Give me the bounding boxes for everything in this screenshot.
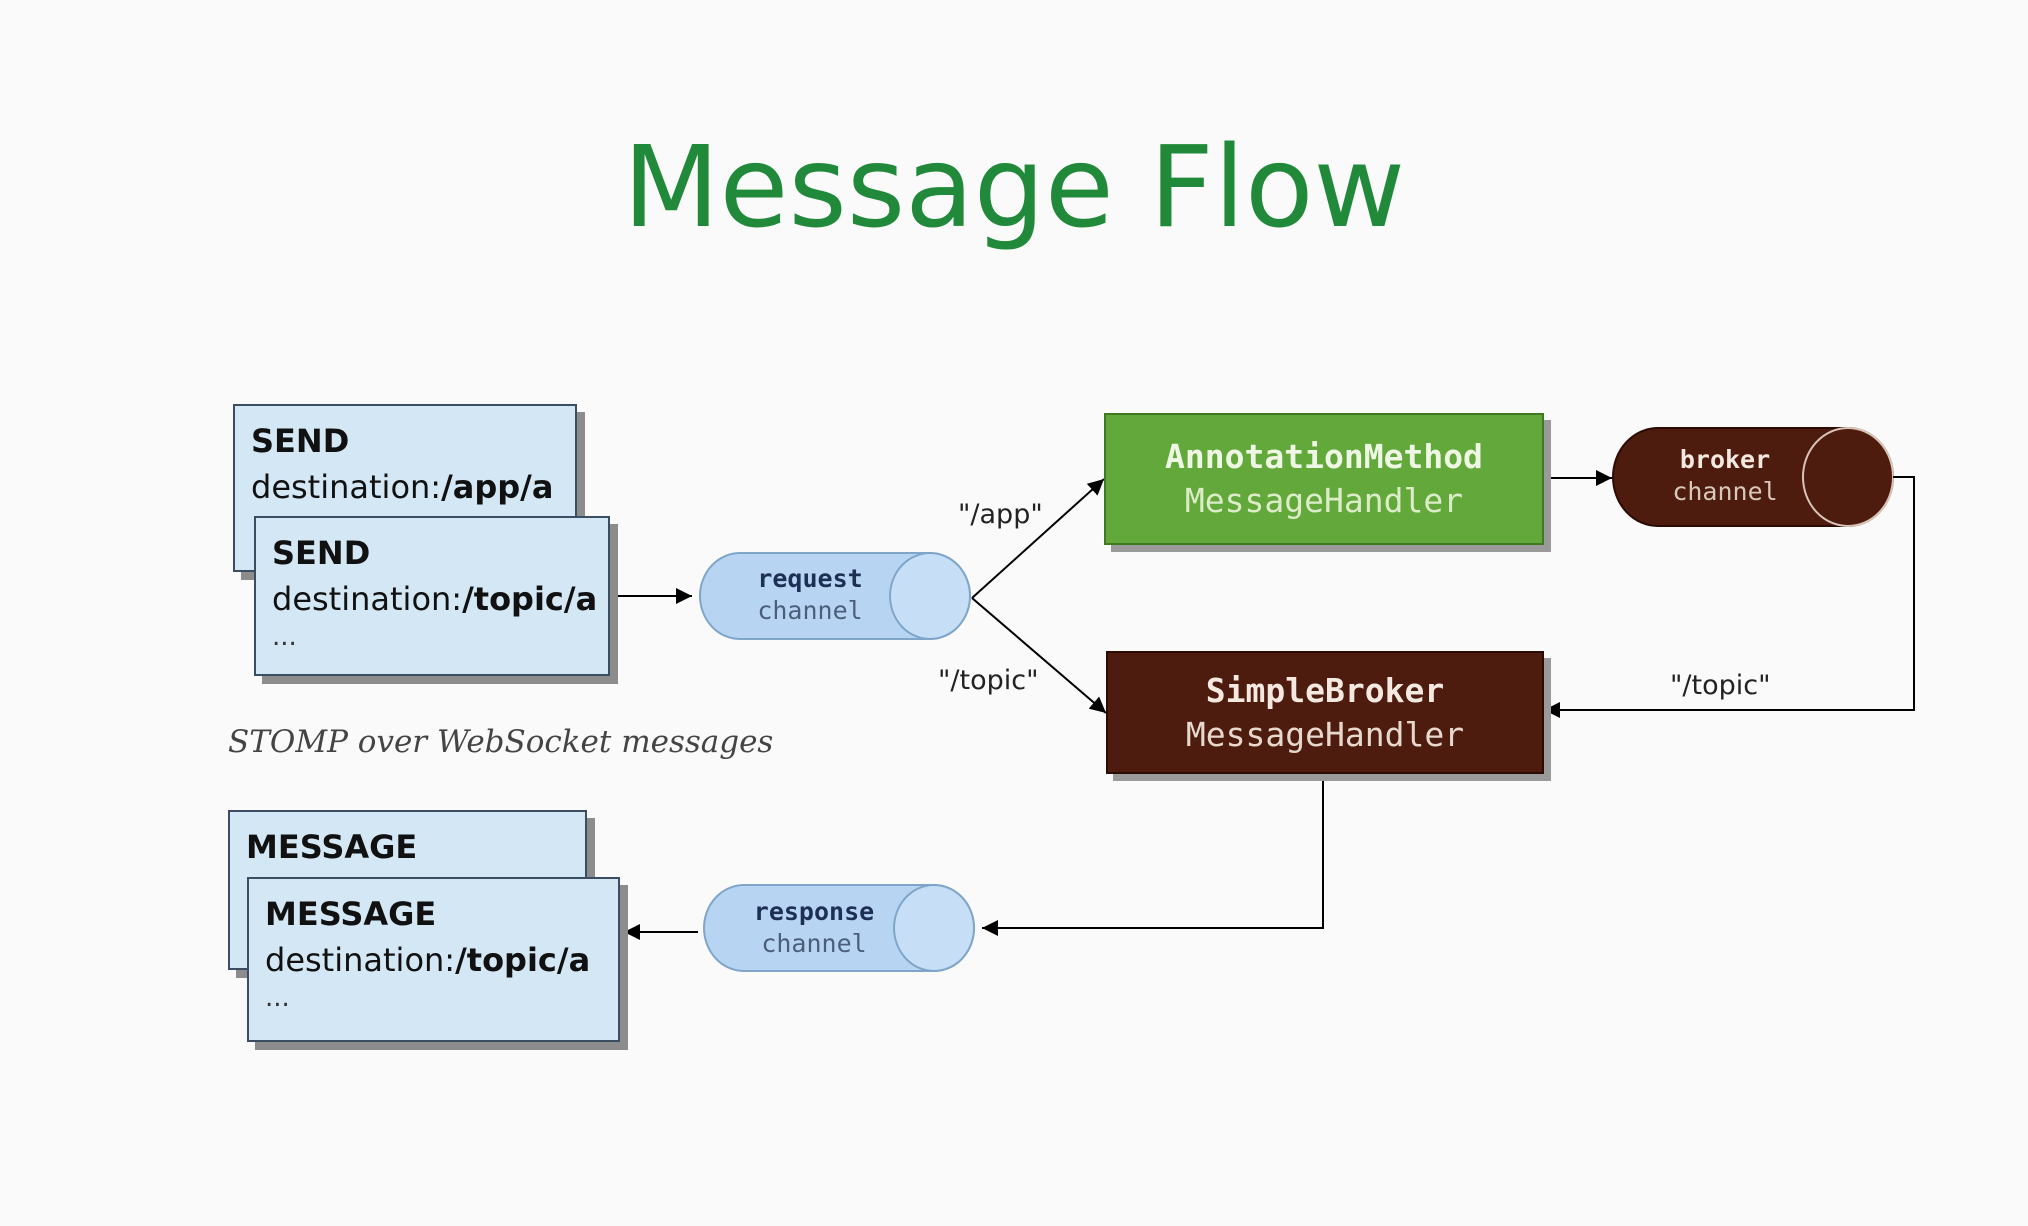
card-destination: destination:/topic/a [265, 941, 591, 979]
arrow-request-to-broker [971, 597, 1107, 714]
card-command: SEND [251, 422, 350, 460]
card-command: MESSAGE [246, 828, 418, 866]
edge-label-topic-right: "/topic" [1670, 670, 1771, 701]
simple-broker-handler: SimpleBroker MessageHandler [1106, 651, 1544, 774]
request-channel-label: request channel [757, 564, 863, 625]
message-card-topic: MESSAGE destination:/topic/a ... [247, 877, 620, 1042]
arrow-simplebroker-to-response [982, 774, 1324, 936]
card-destination: destination:/app/a [251, 468, 554, 506]
arrow-request-to-annotation [971, 478, 1105, 599]
annotation-method-handler: AnnotationMethod MessageHandler [1104, 413, 1544, 545]
page-title: Message Flow [622, 123, 1406, 253]
arrow-broker-channel-to-simplebroker [1544, 476, 1915, 718]
card-destination: destination:/topic/a [272, 580, 598, 618]
card-ellipsis: ... [272, 622, 297, 652]
request-channel-pipe [699, 552, 971, 640]
broker-channel-pipe [1612, 427, 1894, 527]
send-card-topic: SEND destination:/topic/a ... [254, 516, 610, 676]
broker-channel-label: broker channel [1672, 445, 1778, 506]
response-channel-label: response channel [753, 897, 875, 958]
edge-label-topic-left: "/topic" [938, 665, 1039, 696]
card-command: MESSAGE [265, 895, 437, 933]
stomp-caption: STOMP over WebSocket messages [228, 724, 774, 760]
response-channel-pipe [703, 884, 975, 972]
edge-label-app: "/app" [958, 499, 1043, 530]
card-command: SEND [272, 534, 371, 572]
card-ellipsis: ... [265, 983, 290, 1013]
